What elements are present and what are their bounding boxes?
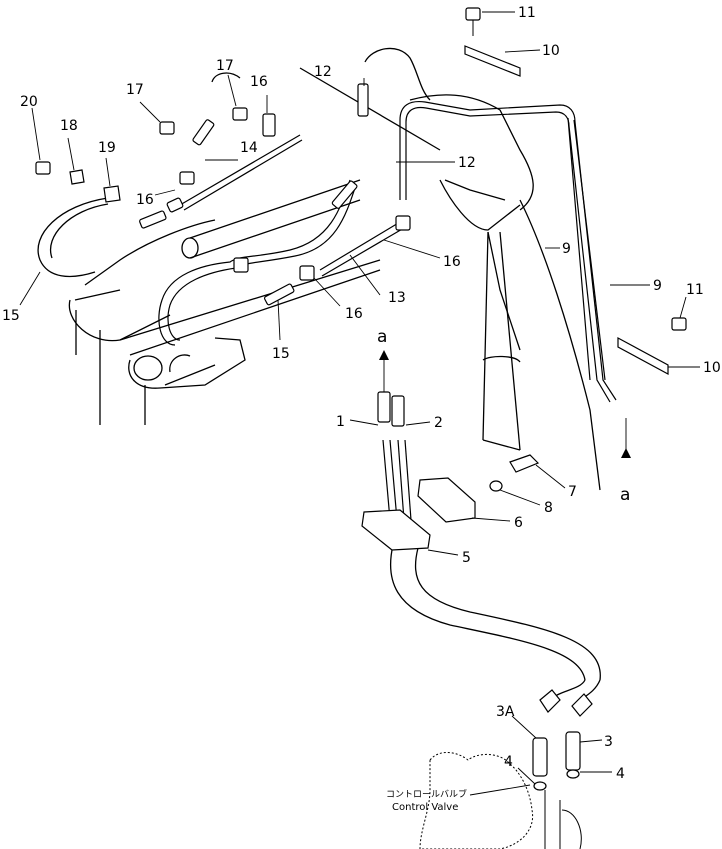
callout-7: 7	[568, 484, 577, 500]
callout-15-left: 15	[2, 308, 20, 324]
callout-4-left: 4	[504, 754, 513, 770]
callout-4-right: 4	[616, 766, 625, 782]
callout-16-d: 16	[250, 74, 268, 90]
callout-9-left: 9	[562, 241, 571, 257]
control-valve-label: コントロールバルブ Control Valve	[386, 788, 467, 813]
callout-9-right: 9	[653, 278, 662, 294]
callout-3: 3	[604, 734, 613, 750]
callout-16-b: 16	[345, 306, 363, 322]
ref-a-lower: a	[620, 485, 630, 505]
callout-6: 6	[514, 515, 523, 531]
callout-12-top: 12	[314, 64, 332, 80]
callout-12-mid: 12	[458, 155, 476, 171]
callout-19: 19	[98, 140, 116, 156]
callout-labels: 11 10 12 12 9 9 11 10 16 13 16 15 15 14 …	[2, 5, 721, 782]
callout-8: 8	[544, 500, 553, 516]
callout-16-a: 16	[443, 254, 461, 270]
callout-13: 13	[388, 290, 406, 306]
callout-5: 5	[462, 550, 471, 566]
callout-18: 18	[60, 118, 78, 134]
boom-structure	[37, 47, 601, 491]
callout-3a: 3A	[496, 704, 515, 720]
callout-1: 1	[336, 414, 345, 430]
callout-20: 20	[20, 94, 38, 110]
callout-10-top: 10	[542, 43, 560, 59]
control-valve-label-en: Control Valve	[392, 802, 458, 813]
callout-17-a: 17	[216, 58, 234, 74]
callout-14: 14	[240, 140, 258, 156]
callout-17-b: 17	[126, 82, 144, 98]
callout-10-right: 10	[703, 360, 721, 376]
callout-2: 2	[434, 415, 443, 431]
callout-16-c: 16	[136, 192, 154, 208]
piping	[158, 100, 617, 705]
ref-a-upper: a	[377, 327, 387, 347]
callout-11-top: 11	[518, 5, 536, 21]
leader-lines	[19, 11, 700, 796]
parts	[35, 7, 687, 849]
reference-marks: a a	[377, 327, 630, 505]
callout-11-right: 11	[686, 282, 704, 298]
control-valve-label-jp: コントロールバルブ	[386, 788, 467, 800]
callout-15-mid: 15	[272, 346, 290, 362]
